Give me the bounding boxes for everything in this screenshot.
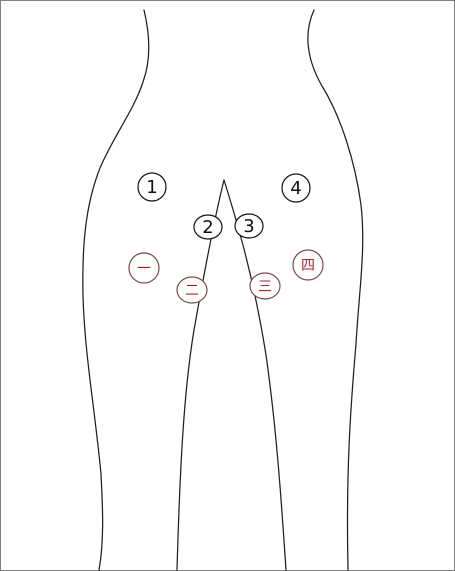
- marker-1-label: 1: [146, 177, 157, 198]
- marker-yi: 一: [129, 253, 159, 283]
- marker-3: 3: [235, 214, 263, 238]
- marker-si: 四: [293, 250, 323, 280]
- marker-san-label: 三: [258, 279, 272, 295]
- marker-2-label: 2: [202, 217, 213, 238]
- marker-1: 1: [138, 173, 166, 201]
- marker-4: 4: [282, 174, 310, 202]
- marker-4-label: 4: [290, 178, 301, 199]
- marker-er: 二: [177, 277, 207, 303]
- marker-er-label: 二: [185, 283, 199, 299]
- marker-3-label: 3: [243, 216, 254, 237]
- marker-2: 2: [194, 215, 222, 239]
- marker-yi-label: 一: [137, 261, 151, 277]
- marker-si-label: 四: [301, 258, 315, 274]
- marker-san: 三: [250, 273, 280, 299]
